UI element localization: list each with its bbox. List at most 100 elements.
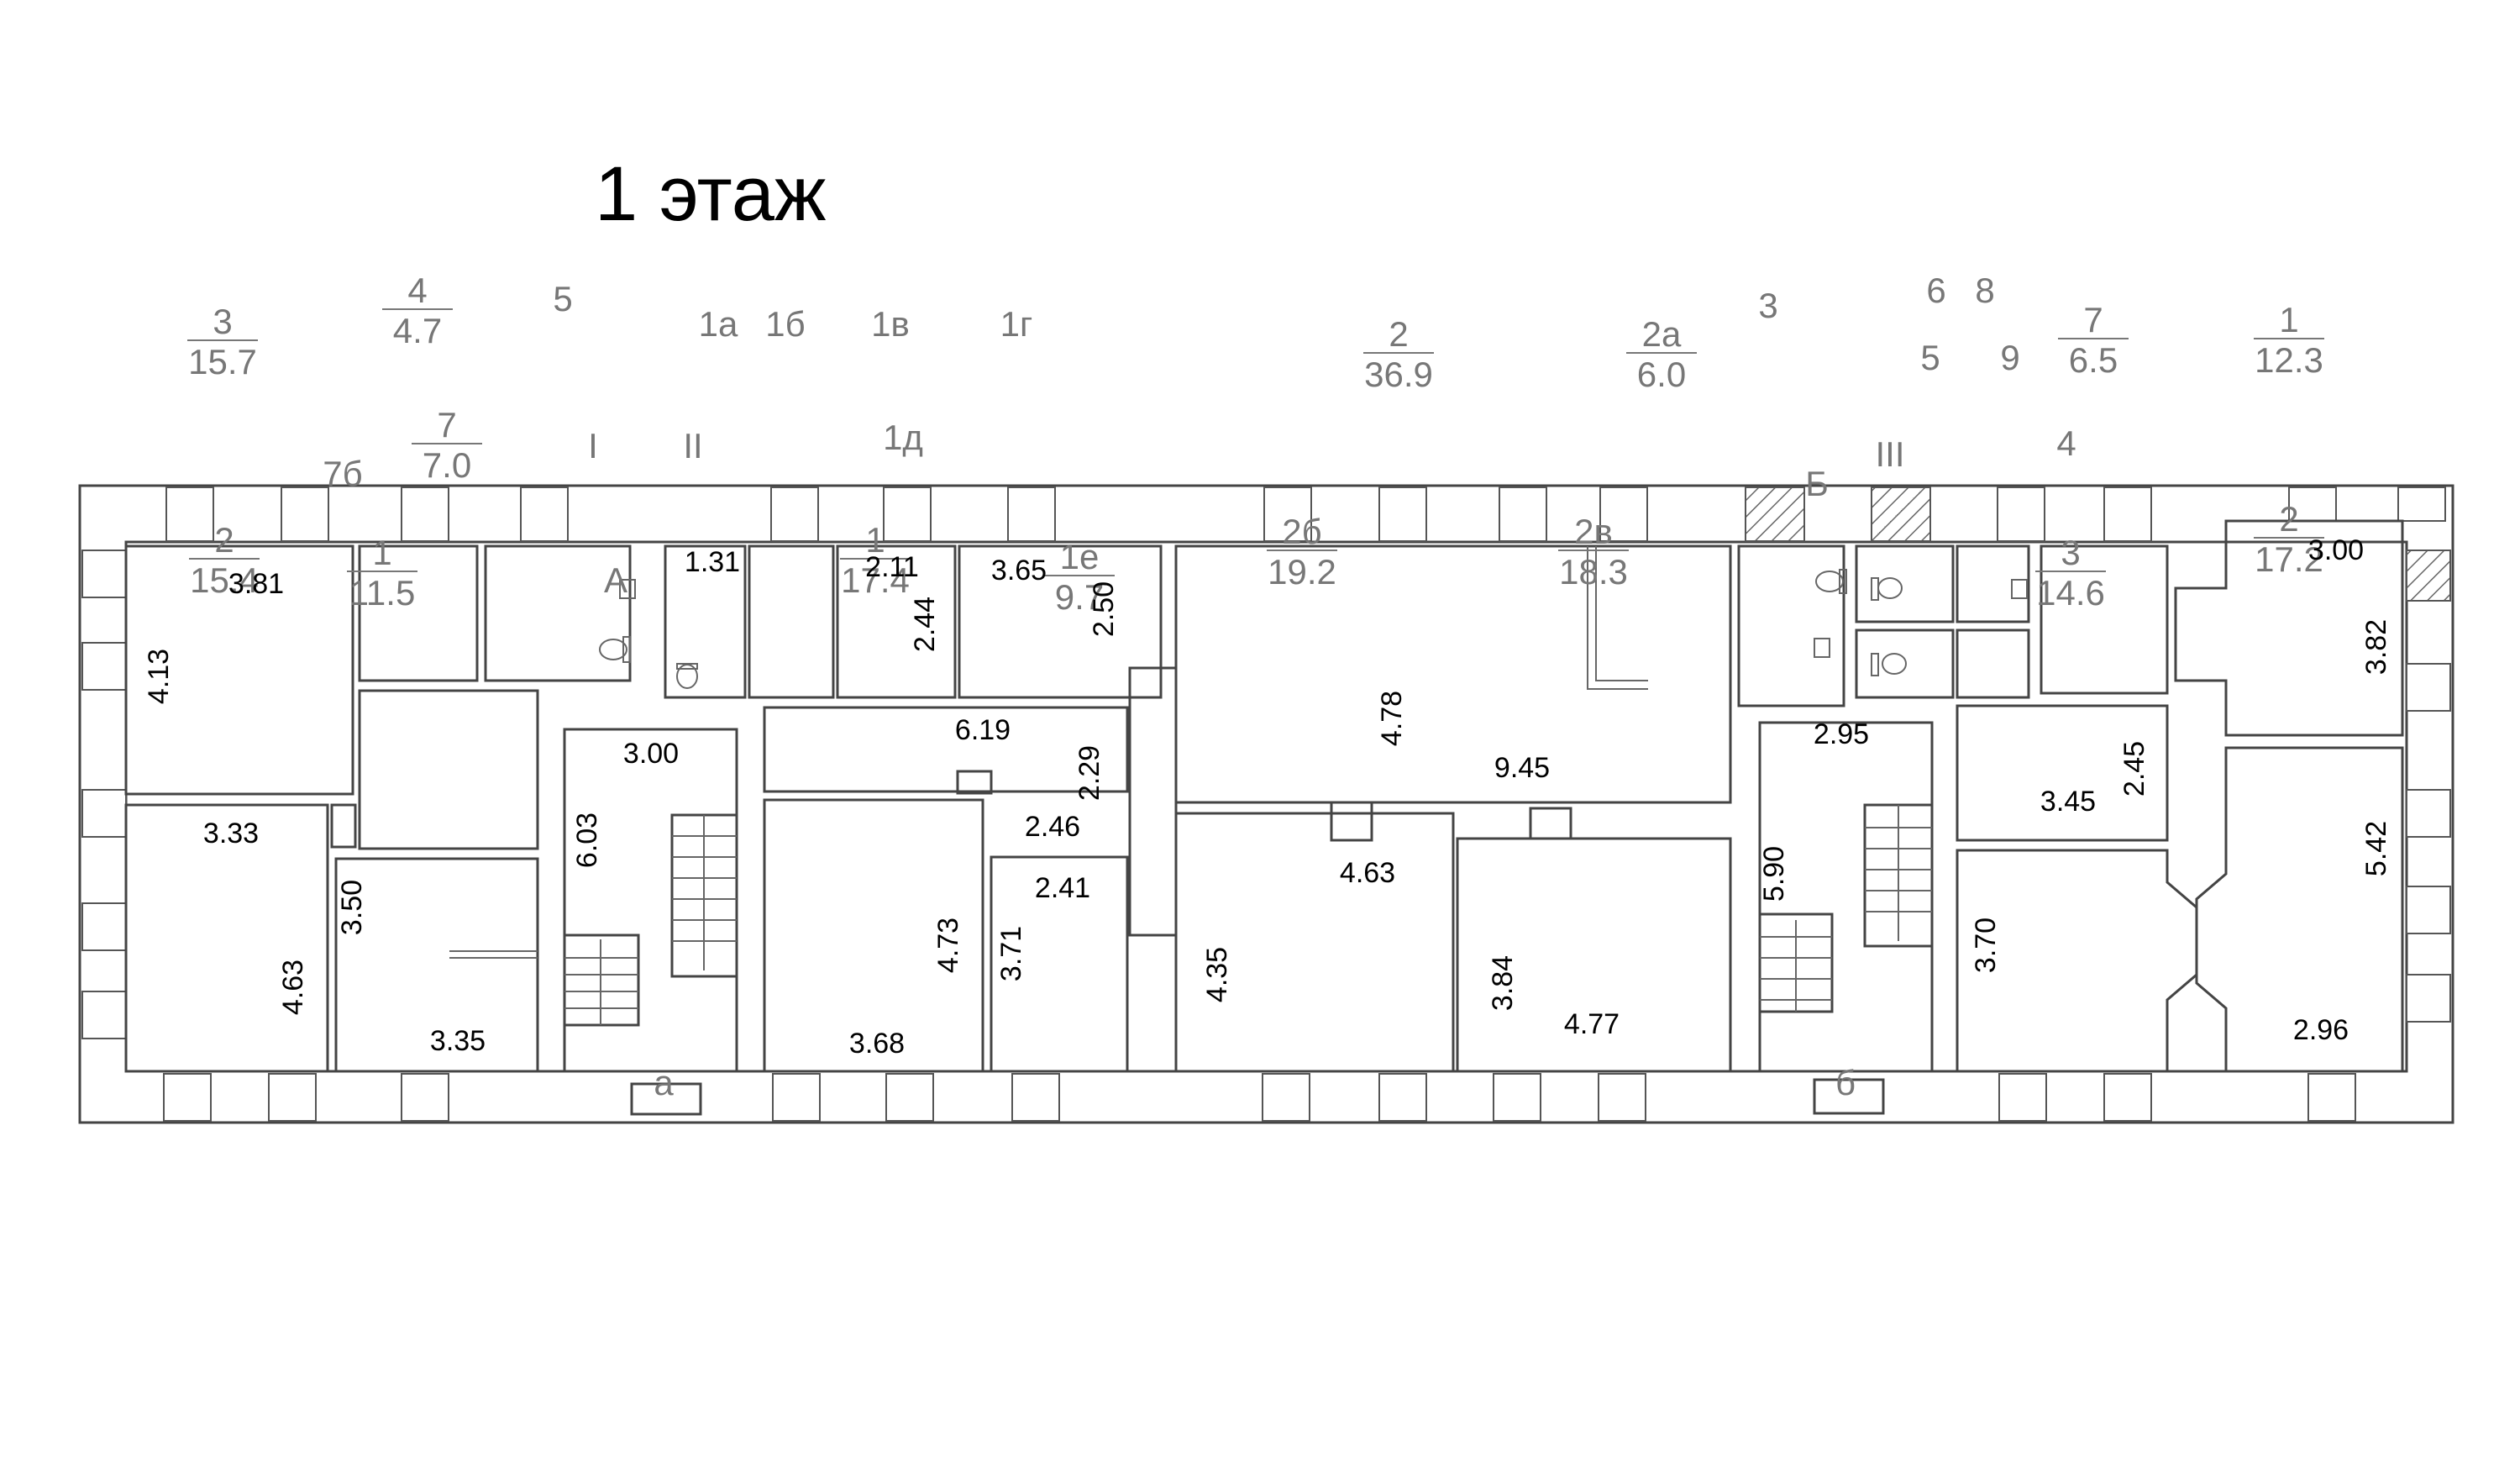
room-area: 12.3: [2255, 340, 2323, 380]
room-area: 7.0: [423, 445, 471, 485]
toilet-icon: [1871, 653, 1907, 676]
room-label-r-r-3: 314.6: [2035, 533, 2106, 613]
room-label-r-left-3: 315.7: [187, 302, 258, 381]
room-number: 1е: [1060, 537, 1100, 576]
room-area: 11.5: [349, 573, 416, 613]
dimension-d8: 2.11: [865, 551, 919, 583]
room-tag-t-1v: 1в: [871, 304, 910, 344]
windows-top: [165, 486, 2446, 542]
windows-bottom: [163, 1073, 2356, 1122]
room-tag-t-1b: 1б: [765, 304, 805, 344]
room-tag-t-b: б: [1835, 1063, 1856, 1102]
dimension-d3: 3.33: [203, 818, 259, 849]
dimension-d33: 3.82: [2360, 619, 2392, 675]
room-walls: [124, 519, 2404, 1116]
dimension-d19: 3.71: [995, 926, 1027, 981]
sink-icon: [2011, 579, 2028, 599]
room-number: 1: [865, 520, 885, 560]
room-tag-t-B: Б: [1805, 464, 1829, 503]
dimension-d26: 4.77: [1564, 1008, 1620, 1040]
dimension-d22: 9.45: [1494, 752, 1550, 784]
room-label-r-left-5: 5: [553, 279, 572, 318]
room-tag-t-A: А: [604, 560, 627, 600]
toilet-fixtures: [599, 569, 2028, 689]
toilet-icon: [676, 663, 698, 689]
room-area: 6.5: [2069, 340, 2118, 380]
room-label-r-r-1: 112.3: [2254, 300, 2324, 380]
room-tag-t-3: 3: [1758, 286, 1777, 325]
room-labels: 315.744.7577.0215.4111.5117.41е9.7236.92…: [187, 271, 2324, 617]
dimension-d24: 4.35: [1201, 947, 1233, 1002]
room-label-r-r-7: 76.5: [2058, 300, 2129, 380]
dimension-d21: 4.78: [1376, 691, 1408, 746]
dimension-d31: 3.70: [1970, 918, 2002, 973]
dimension-d15: 2.29: [1074, 745, 1105, 801]
room-area: 15.4: [190, 560, 259, 600]
room-area: 17.4: [841, 560, 910, 600]
room-number: 7: [2083, 300, 2103, 339]
room-tag-t-1g: 1г: [1000, 304, 1033, 344]
room-number: 2б: [1282, 512, 1321, 551]
room-number: 1: [372, 533, 391, 572]
room-number: 2: [214, 520, 234, 560]
dimension-d13: 6.03: [571, 812, 603, 868]
room-number: 3: [2061, 533, 2080, 572]
dimension-d23: 4.63: [1340, 857, 1395, 889]
dimension-d16: 2.46: [1025, 811, 1080, 843]
room-number: 5: [553, 279, 572, 318]
room-label-r-c-2a: 2а6.0: [1626, 314, 1697, 394]
room-number: 4: [407, 271, 427, 310]
room-tag-t-III: III: [1875, 434, 1904, 474]
room-area: 19.2: [1268, 552, 1336, 592]
room-tag-t-a: а: [654, 1063, 674, 1102]
toilet-icon: [1871, 577, 1903, 601]
room-area: 9.7: [1055, 577, 1104, 617]
floor-title: 1 этаж: [595, 151, 827, 237]
dimension-d5: 3.50: [336, 880, 368, 935]
room-label-r-left-4: 44.7: [382, 271, 453, 350]
dimension-d30: 2.45: [2118, 741, 2150, 797]
windows-sides: [81, 550, 2451, 1039]
dimension-d14: 6.19: [955, 714, 1011, 746]
dimension-d35: 2.96: [2293, 1014, 2349, 1046]
dimension-d11: 2.50: [1088, 581, 1120, 637]
dimension-d18: 4.73: [932, 918, 964, 973]
room-number: 1: [2279, 300, 2298, 339]
sink-icon: [1814, 638, 1830, 658]
room-tag-t-6: 6: [1926, 271, 1945, 310]
room-area: 17.2: [2255, 539, 2323, 579]
room-area: 15.7: [188, 342, 257, 381]
room-label-r-left-1: 111.5: [347, 533, 417, 613]
dimension-d7: 1.31: [685, 546, 740, 578]
dimension-d4: 4.63: [277, 960, 309, 1015]
room-label-r-left-7: 77.0: [412, 405, 482, 485]
dimension-d6: 3.35: [430, 1025, 486, 1057]
dimension-d28: 5.90: [1758, 846, 1790, 902]
room-number: 2а: [1642, 314, 1682, 354]
room-tag-t-I: I: [588, 426, 598, 465]
room-number: 2: [2279, 499, 2298, 539]
dimension-d32: 3.00: [2308, 534, 2364, 566]
toilet-icon: [599, 636, 631, 663]
room-tag-t-4: 4: [2056, 423, 2076, 463]
room-label-r-c-1: 117.4: [840, 520, 911, 600]
room-label-r-left-2: 215.4: [189, 520, 260, 600]
dimension-d9: 2.44: [909, 597, 941, 652]
room-label-r-c-1e: 1е9.7: [1044, 537, 1115, 617]
room-number: 7: [437, 405, 456, 444]
room-number: 2в: [1574, 512, 1613, 551]
room-area: 6.0: [1637, 355, 1686, 394]
dimension-d2: 4.13: [143, 649, 175, 704]
room-number: 2: [1389, 314, 1408, 354]
room-tag-t-II: II: [683, 426, 702, 465]
dimension-d34: 5.42: [2360, 821, 2392, 876]
room-tag-t-5: 5: [1920, 338, 1940, 377]
dimension-d27: 2.95: [1814, 718, 1869, 750]
room-area: 18.3: [1559, 552, 1628, 592]
dimension-d12: 3.00: [623, 738, 679, 770]
room-area: 36.9: [1364, 355, 1433, 394]
room-tag-t-7b: 7б: [323, 454, 362, 493]
room-area: 14.6: [2036, 573, 2105, 613]
